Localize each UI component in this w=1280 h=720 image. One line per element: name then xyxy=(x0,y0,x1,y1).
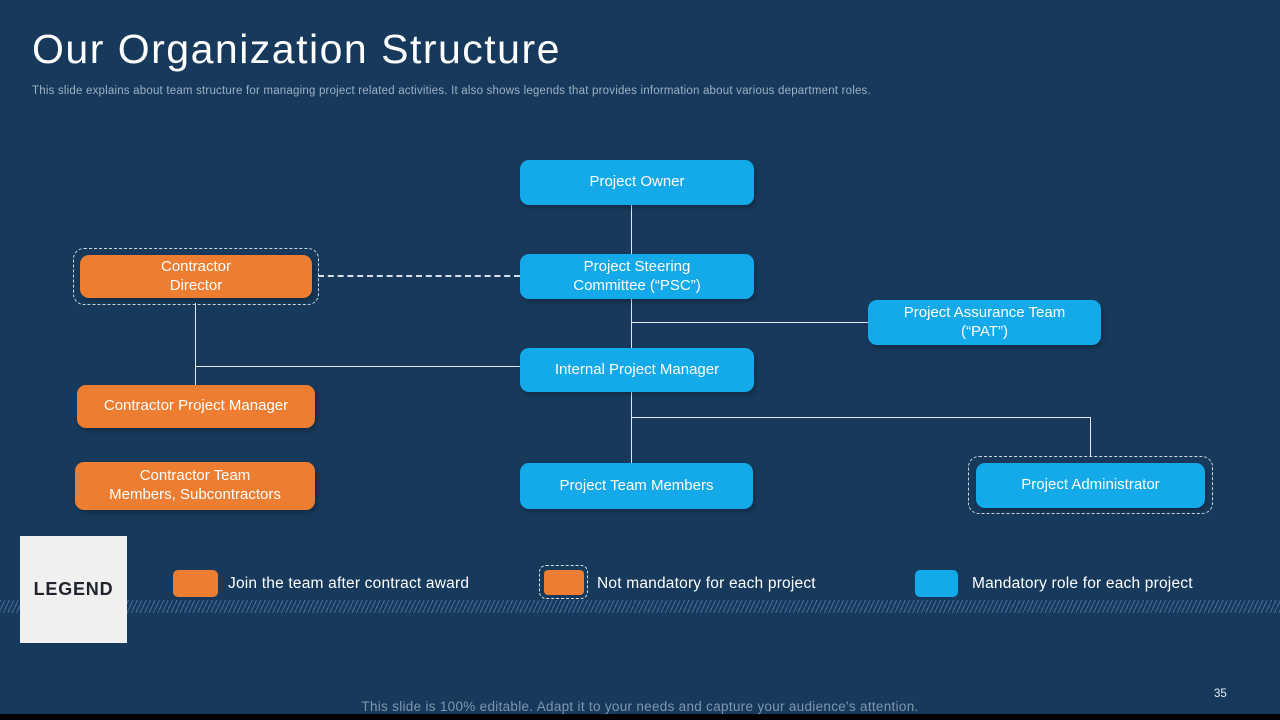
connector-psc-to-pat xyxy=(631,322,868,323)
connector-director-to-internal-pm xyxy=(195,366,520,367)
connector-internal-pm-to-team-members xyxy=(631,392,632,463)
legend-swatch-orange-dashed-fill xyxy=(543,569,584,595)
legend-swatch-cyan xyxy=(915,570,958,597)
legend-swatch-orange-dashed xyxy=(539,565,588,599)
legend-label-mandatory-role: Mandatory role for each project xyxy=(972,575,1193,592)
org-node-contractor-project-manager: Contractor Project Manager xyxy=(77,385,315,428)
page-title: Our Organization Structure xyxy=(32,26,561,72)
dashed-outline-project-administrator xyxy=(968,456,1213,514)
bottom-black-bar xyxy=(0,714,1280,720)
org-node-project-assurance-team: Project Assurance Team (“PAT”) xyxy=(868,300,1101,345)
dashed-outline-contractor-director xyxy=(73,248,319,305)
org-node-internal-project-manager: Internal Project Manager xyxy=(520,348,754,392)
slide-subtitle: This slide explains about team structure… xyxy=(32,85,871,97)
org-node-project-administrator: Project Administrator xyxy=(976,463,1205,508)
hatch-stripe-band xyxy=(0,600,1280,613)
connector-owner-to-psc xyxy=(631,205,632,254)
legend-swatch-orange xyxy=(173,570,218,597)
connector-director-down xyxy=(195,303,196,385)
connector-internal-pm-to-administrator xyxy=(631,417,1090,418)
legend-title-box: LEGEND xyxy=(20,536,127,643)
legend-label-contract-award: Join the team after contract award xyxy=(228,575,470,592)
connector-administrator-down xyxy=(1090,417,1091,457)
org-node-project-owner: Project Owner xyxy=(520,160,754,205)
legend-title: LEGEND xyxy=(33,579,114,599)
org-node-project-team-members: Project Team Members xyxy=(520,463,753,509)
connector-psc-to-internal-pm xyxy=(631,299,632,348)
org-node-project-steering-committee: Project Steering Committee (“PSC”) xyxy=(520,254,754,299)
org-node-contractor-director: Contractor Director xyxy=(80,255,312,298)
page-number: 35 xyxy=(1214,688,1227,700)
legend-label-not-mandatory: Not mandatory for each project xyxy=(597,575,816,592)
connector-dashed-director-to-psc xyxy=(318,275,520,277)
footer-editable-note: This slide is 100% editable. Adapt it to… xyxy=(361,699,919,714)
org-node-contractor-team-members: Contractor Team Members, Subcontractors xyxy=(75,462,315,510)
